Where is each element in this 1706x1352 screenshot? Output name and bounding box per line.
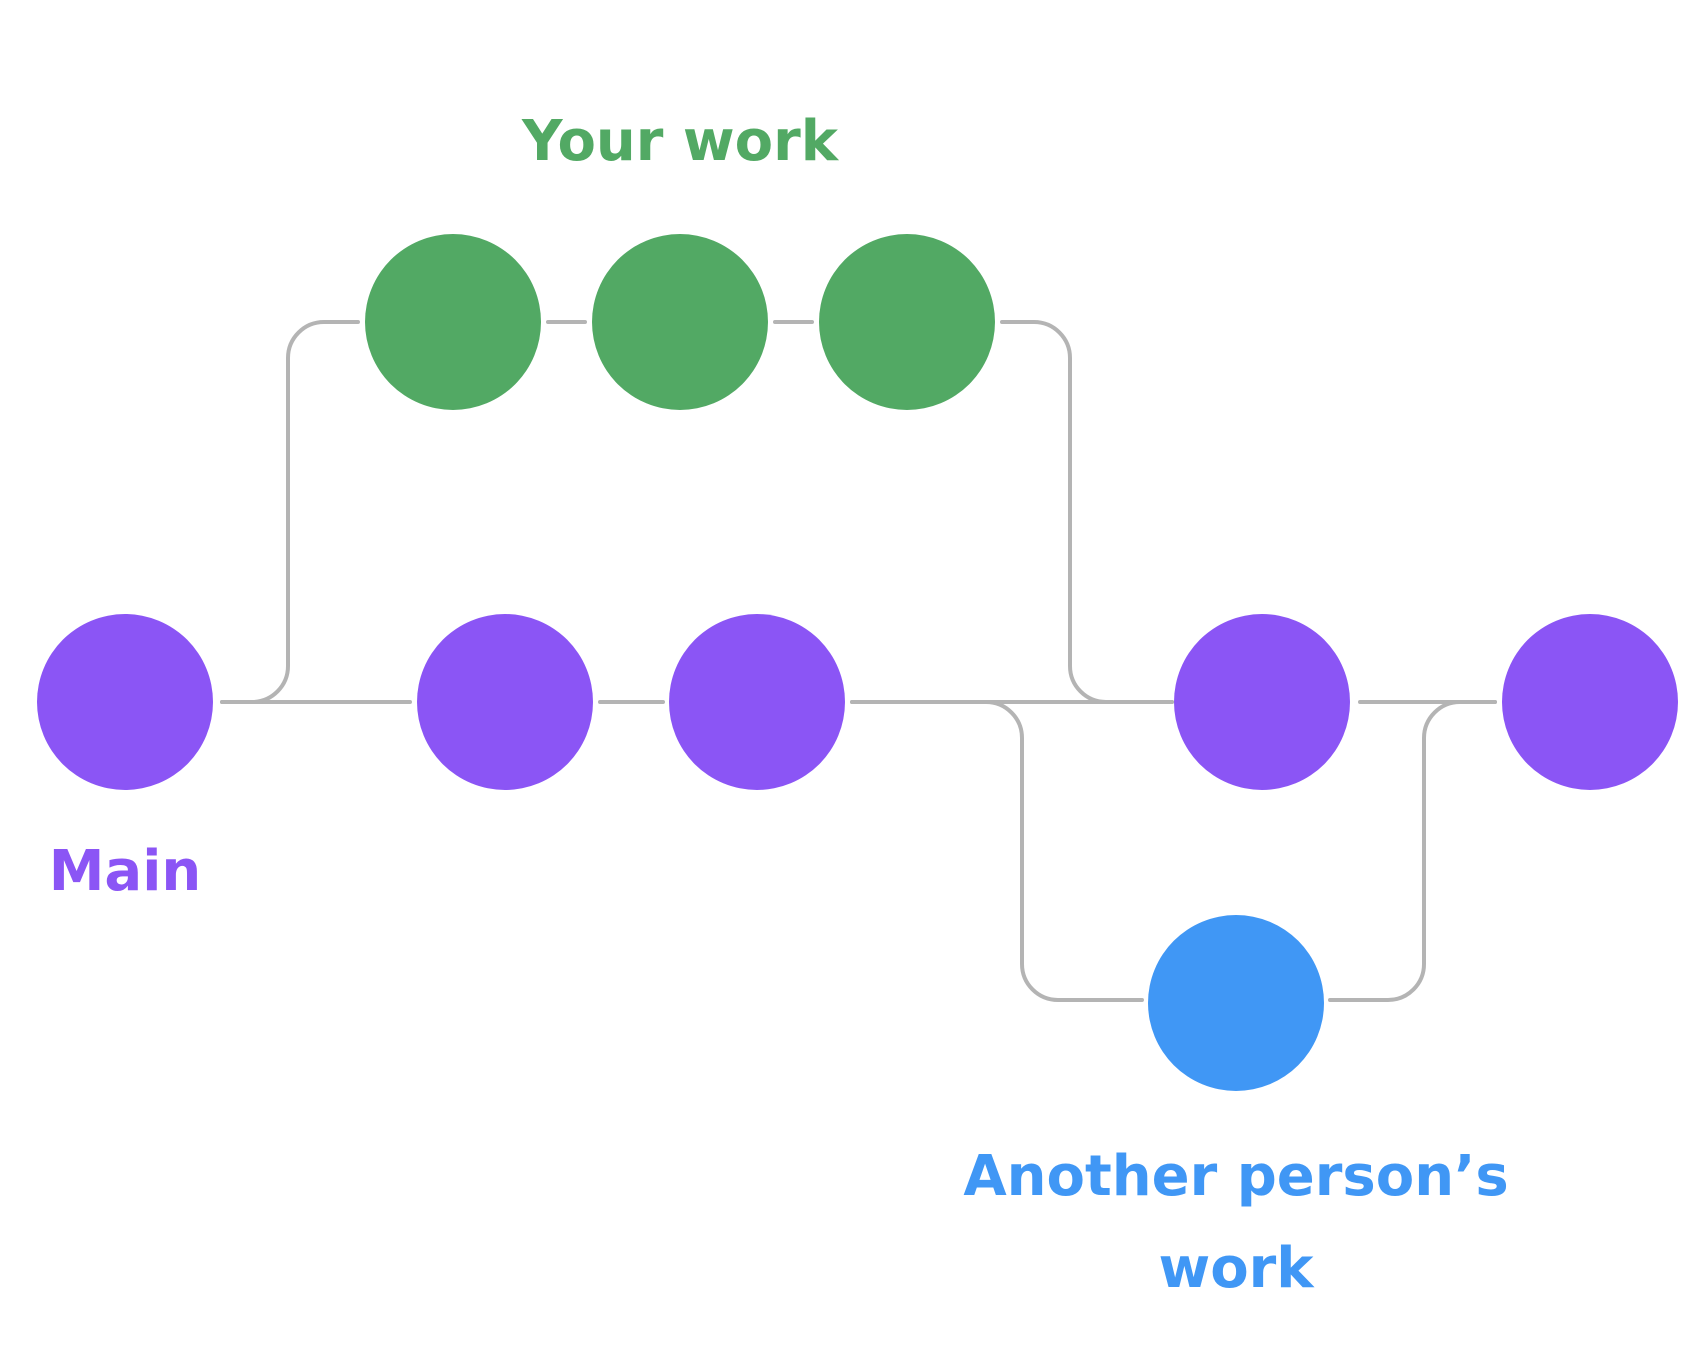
another-commit-1 — [1148, 915, 1324, 1091]
your-work-commit-1 — [365, 234, 541, 410]
your-work-label: Your work — [521, 109, 840, 174]
another-branch-out — [850, 700, 1144, 1002]
main-commits — [37, 614, 1678, 790]
main-commit-2 — [417, 614, 593, 790]
another-commits — [1148, 915, 1324, 1091]
another-merge — [1328, 700, 1497, 1002]
your-work-merge — [1000, 320, 1174, 704]
connectors — [220, 320, 1497, 1002]
main-commit-1 — [37, 614, 213, 790]
main-label: Main — [49, 839, 202, 904]
main-commit-4 — [1174, 614, 1350, 790]
another-label-line1: Another person’s — [963, 1144, 1508, 1209]
your-work-commits — [365, 234, 995, 410]
your-work-commit-2 — [592, 234, 768, 410]
your-work-commit-3 — [819, 234, 995, 410]
your-work-branch-out — [220, 320, 360, 704]
another-label-line2: work — [1158, 1236, 1315, 1301]
main-commit-5 — [1502, 614, 1678, 790]
main-commit-3 — [669, 614, 845, 790]
